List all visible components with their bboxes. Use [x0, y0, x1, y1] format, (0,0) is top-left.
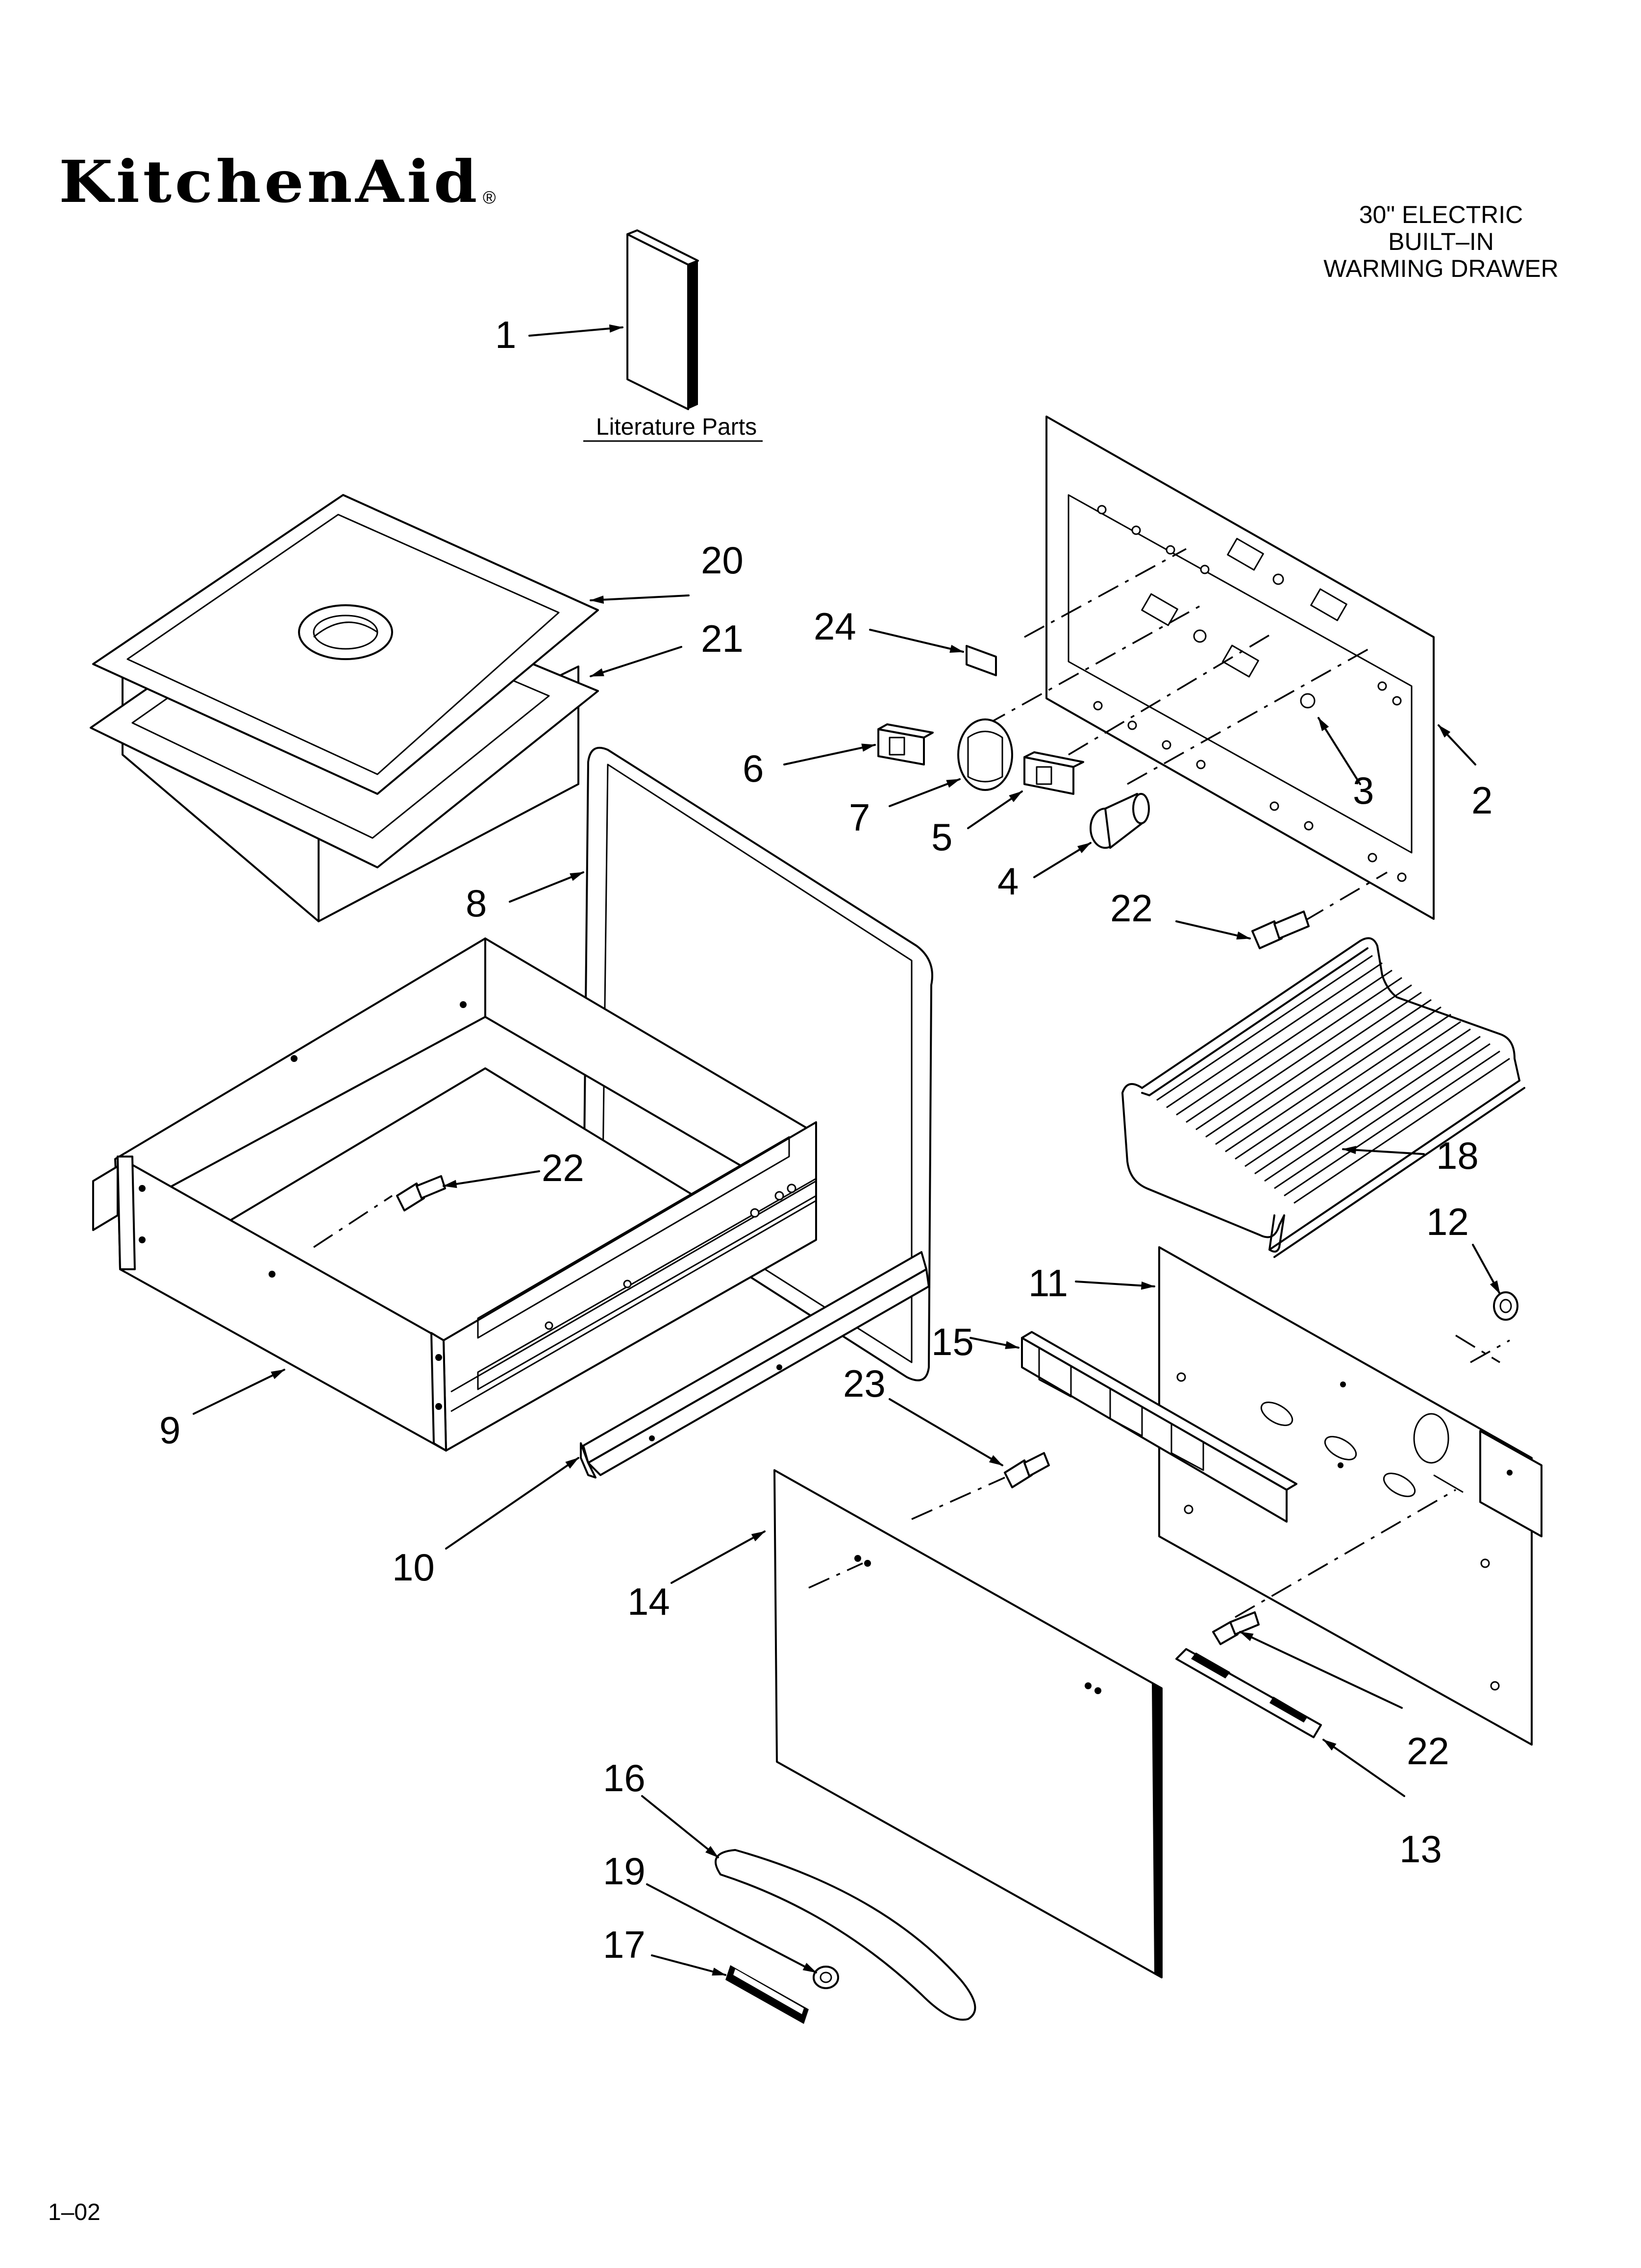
part-handle — [715, 1849, 976, 2021]
part-door-panel — [773, 1469, 1163, 1978]
callout-7: 7 — [849, 796, 870, 839]
part-controls — [877, 645, 1150, 849]
part-pan-assembly — [90, 494, 599, 922]
callout-11: 11 — [1028, 1261, 1068, 1305]
title-line-2: BUILT–IN — [1388, 228, 1494, 255]
part-control-panel-back — [985, 416, 1435, 922]
part-screw-lower — [1212, 1489, 1456, 1645]
part-screw-drawer — [396, 1175, 446, 1211]
title-line-3: WARMING DRAWER — [1323, 255, 1559, 282]
callout-20: 20 — [701, 539, 744, 582]
callout-4: 4 — [997, 860, 1019, 903]
callout-13: 13 — [1399, 1827, 1442, 1871]
part-screw-front — [911, 1452, 1050, 1520]
callout-24: 24 — [814, 605, 856, 648]
callout-8: 8 — [466, 882, 487, 925]
diagram-title: 30" ELECTRIC BUILT–IN WARMING DRAWER — [1323, 201, 1559, 282]
callout-9: 9 — [159, 1408, 180, 1452]
part-handle-screw — [813, 1966, 839, 1989]
callout-22-upper: 22 — [1110, 887, 1153, 930]
callout-12: 12 — [1426, 1200, 1469, 1243]
part-slide-rail — [580, 1251, 930, 1479]
callout-2: 2 — [1471, 779, 1492, 822]
callout-19: 19 — [603, 1849, 646, 1893]
part-screw-upper — [1251, 911, 1310, 949]
callout-16: 16 — [603, 1756, 646, 1800]
brand-logo: KitchenAid ® — [59, 148, 496, 216]
part-badge-plate — [1175, 1648, 1322, 1738]
callout-14: 14 — [627, 1580, 670, 1623]
registered-mark: ® — [483, 187, 496, 207]
callout-numbers: 1 2 3 4 5 6 7 8 9 10 11 12 13 14 15 16 1… — [159, 313, 1492, 1966]
part-nameplate — [725, 1965, 809, 2024]
part-grommet — [1493, 1291, 1518, 1321]
callout-23: 23 — [843, 1362, 886, 1405]
title-line-1: 30" ELECTRIC — [1359, 201, 1523, 228]
callout-10: 10 — [392, 1546, 435, 1589]
callout-15: 15 — [931, 1320, 974, 1363]
callout-6: 6 — [743, 747, 764, 790]
callout-22-lower: 22 — [1407, 1729, 1449, 1773]
revision-code: 1–02 — [48, 2199, 100, 2225]
callout-21: 21 — [701, 617, 744, 660]
callout-22-drawer: 22 — [542, 1146, 584, 1189]
leader-lines — [193, 324, 1501, 1976]
callout-1: 1 — [495, 313, 516, 356]
part-rack — [1121, 937, 1525, 1258]
callout-3: 3 — [1353, 769, 1374, 812]
callout-18: 18 — [1436, 1134, 1479, 1177]
part-literature: Literature Parts — [583, 229, 763, 442]
part-drawer-body — [92, 937, 817, 1452]
brand-logo-text: KitchenAid — [59, 148, 480, 216]
callout-5: 5 — [931, 815, 952, 859]
callout-17: 17 — [603, 1923, 646, 1966]
literature-label: Literature Parts — [596, 414, 757, 440]
part-bracket — [1021, 1331, 1297, 1523]
